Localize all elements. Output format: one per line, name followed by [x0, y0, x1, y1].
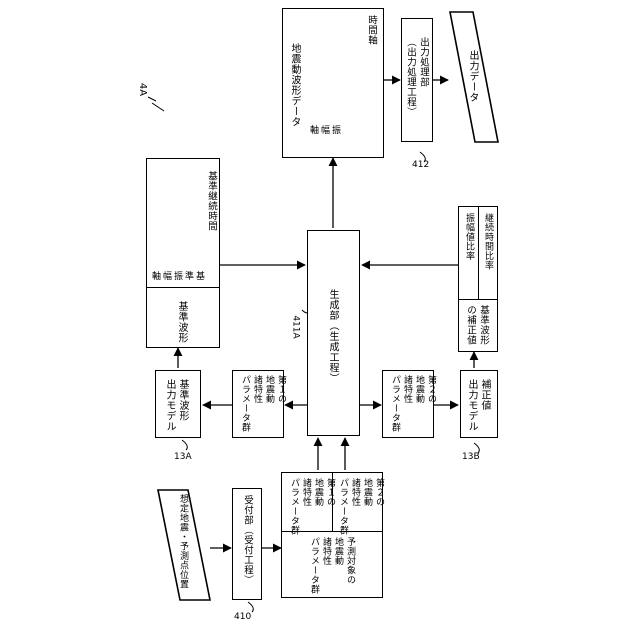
- second-param-group-box: 第２の 地震動 諸特性 パラメータ群: [382, 370, 434, 438]
- input-data-label: 想定地震・予測点位置: [176, 494, 189, 589]
- output-processing-unit-ref: 412: [412, 160, 429, 170]
- correction-values-panel: 振幅値比率 継続時間比率 基準波形 の補正値: [458, 206, 498, 352]
- reception-unit-ref: 410: [234, 612, 251, 622]
- second-param-group-label: 第２の 地震動 諸特性 パラメータ群: [389, 375, 437, 432]
- correction-model-label: 補正値 出力モデル: [465, 379, 491, 432]
- correction-values-vdivider: [478, 207, 479, 299]
- reception-unit-box: 受付部（受付工程）: [232, 488, 262, 600]
- correction-model-ref: 13B: [462, 452, 480, 462]
- duration-ratio-label: 継続時間比率: [481, 213, 494, 270]
- reference-waveform-model-ref: 13A: [174, 452, 192, 462]
- first-param-group-label: 第１の 地震動 諸特性 パラメータ群: [239, 375, 287, 432]
- first-param-group-box: 第１の 地震動 諸特性 パラメータ群: [232, 370, 284, 438]
- reference-amplitude-axis-label: 基 準 振 幅 軸: [149, 271, 204, 281]
- correction-model-box: 補正値 出力モデル: [460, 370, 498, 438]
- amplitude-ratio-label: 振幅値比率: [462, 213, 475, 261]
- seismic-waveform-data-panel: 地震動波形データ 時間軸 振 幅 軸: [282, 8, 384, 158]
- reception-unit-label: 受付部（受付工程）: [241, 495, 254, 585]
- generation-unit-ref: 411A: [291, 315, 301, 338]
- correction-values-divider: [459, 299, 497, 300]
- first-group-in-block: 第１の 地震動 諸特性 パラメータ群: [288, 478, 336, 535]
- parameter-block: 第１の 地震動 諸特性 パラメータ群 第２の 地震動 諸特性 パラメータ群 予測…: [281, 472, 383, 598]
- correction-values-title: 基準波形 の補正値: [464, 305, 490, 345]
- reference-waveform-model-label: 基準波形 出力モデル: [163, 379, 189, 432]
- figure-label: 4A: [137, 83, 148, 96]
- reference-waveform-panel: 基準継続時間 基 準 振 幅 軸 基準波形: [146, 158, 220, 348]
- leader-410: [248, 602, 253, 612]
- second-group-in-block: 第２の 地震動 諸特性 パラメータ群: [337, 478, 385, 535]
- reference-waveform-title: 基準波形: [175, 301, 188, 343]
- seismic-amplitude-axis-label: 振 幅 軸: [307, 125, 340, 135]
- seismic-time-axis-label: 時間軸: [365, 15, 378, 45]
- leader-4a: [152, 103, 164, 111]
- generation-unit-label: 生成部（生成工程）: [326, 289, 339, 384]
- generation-unit-box: 生成部（生成工程）: [307, 230, 360, 436]
- reference-waveform-divider: [147, 287, 219, 288]
- output-processing-unit-box: 出力処理部 （出力処理工程）: [401, 18, 433, 142]
- leader-13a: [182, 440, 187, 450]
- figure-label-tick: [148, 97, 156, 101]
- output-data-label: 出力データ: [466, 50, 479, 103]
- seismic-waveform-data-title: 地震動波形データ: [288, 43, 301, 127]
- prediction-characteristics-label: 予測対象の 地震動 諸特性 パラメータ群: [308, 537, 356, 594]
- output-processing-unit-label: 出力処理部 （出力処理工程）: [404, 37, 430, 117]
- reference-waveform-model-box: 基準波形 出力モデル: [155, 370, 201, 438]
- reference-duration-axis-label: 基準継続時間: [205, 171, 218, 231]
